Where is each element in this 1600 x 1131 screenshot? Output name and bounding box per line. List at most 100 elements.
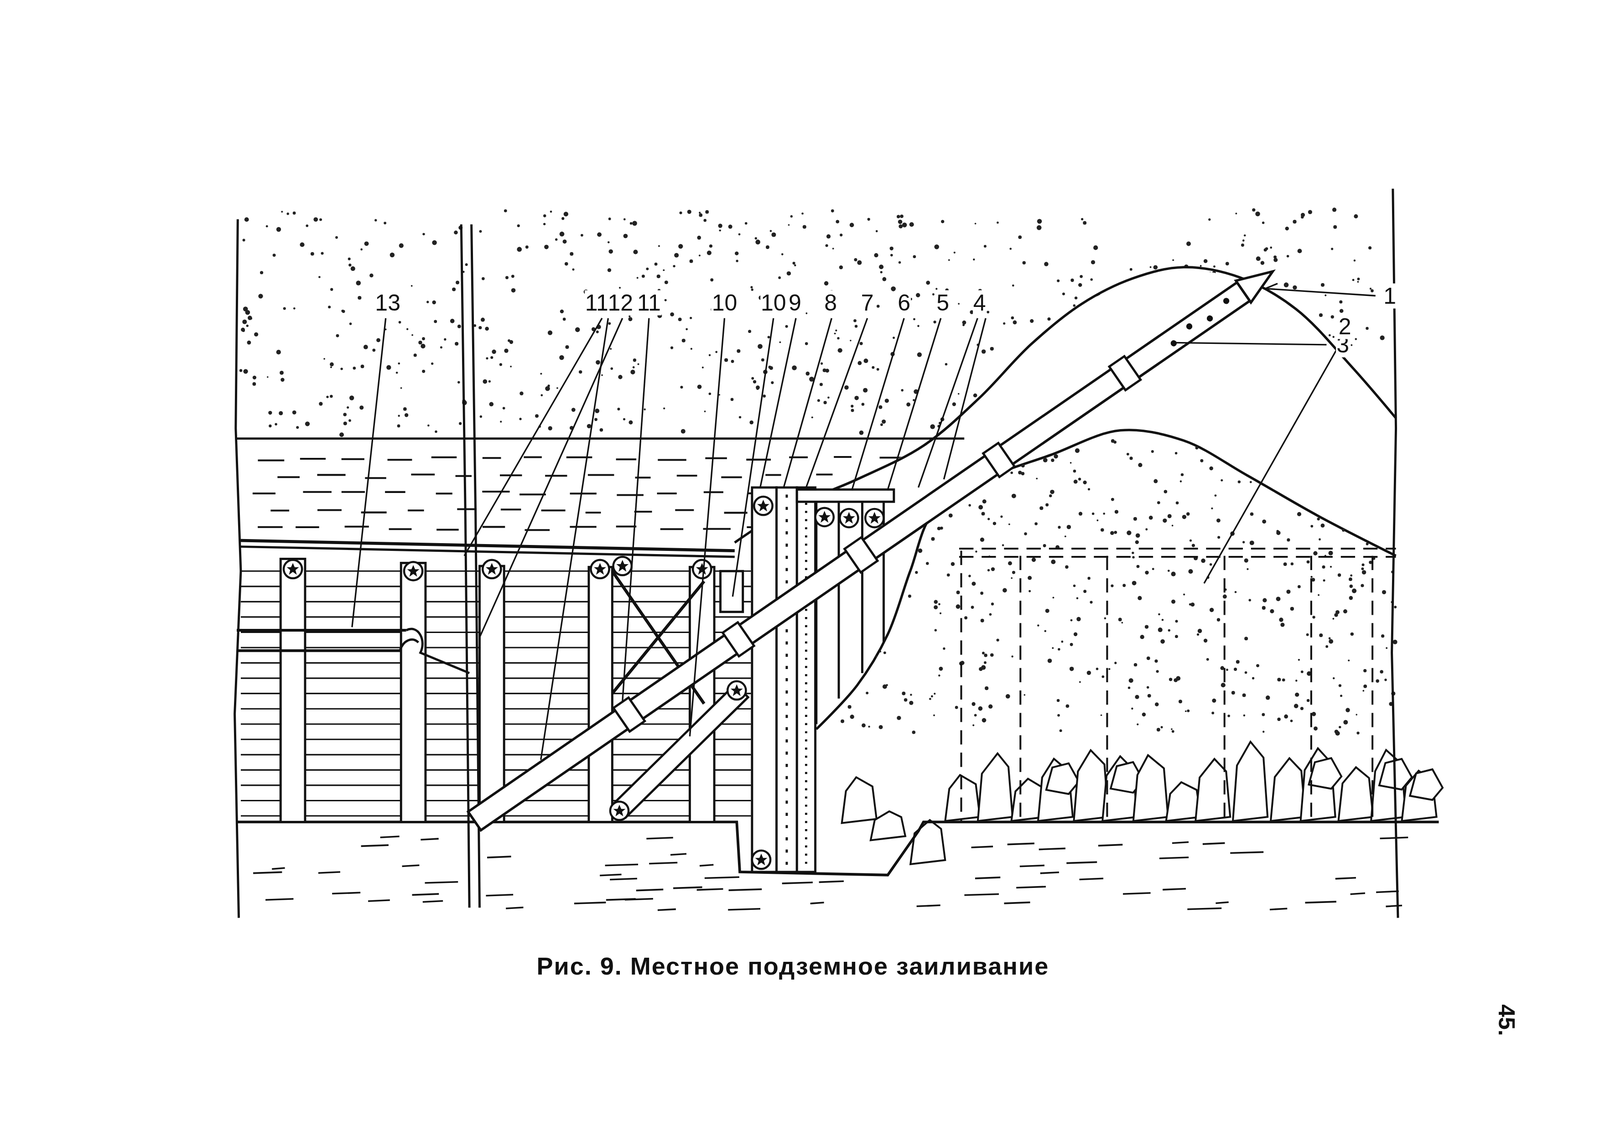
rock-dot [1149,266,1152,269]
rock-dot [617,407,620,411]
silt-dot [1261,713,1265,717]
rock-dot [1203,259,1208,264]
silt-dot [1133,517,1138,521]
silt-dot [1361,570,1367,575]
rock-dot [1283,282,1289,288]
floor-dash [1376,891,1399,893]
rock-dot [744,222,748,225]
rock-dot [953,251,956,254]
rock-dot [786,271,791,276]
silt-dot [1197,628,1203,634]
rock-dot [664,280,669,285]
rock-dot [898,224,903,229]
rock-dot [517,224,520,228]
callout-number: 10 [711,290,738,316]
silt-dot [948,513,953,518]
floor-dash [624,898,654,900]
silt-dot [1244,671,1248,675]
silt-dot [1137,596,1142,601]
rock-dot [632,366,635,369]
silt-dot [1262,519,1267,524]
rock-dot [735,259,738,263]
silt-dot [908,594,912,598]
silt-dot [1343,609,1348,614]
rock-dot [503,209,508,213]
silt-dot [1135,540,1139,545]
floor-dash [971,846,994,848]
silt-dash [746,458,771,461]
silt-dot [1167,569,1170,572]
silt-dot [1277,717,1281,721]
silt-dot [1214,494,1217,497]
floor-dash [1038,848,1066,850]
rock-dot [839,233,843,237]
silt-dot [1152,567,1155,571]
silt-dot [1050,559,1056,565]
silt-dot [847,705,852,709]
mined-cavity [734,267,1397,821]
silt-dot [1362,690,1365,692]
rock-dot [569,252,574,256]
rock-dot [313,217,318,222]
silt-dot [1338,684,1342,687]
rock-dot [867,218,871,221]
rock-dot [397,424,401,428]
silt-dot [1087,576,1091,580]
silt-dot [861,723,866,728]
silt-dot [840,719,845,724]
silt-dot [1131,551,1134,555]
rock-dot [280,378,285,382]
rock-dot [932,293,935,296]
rock-dot [698,211,701,214]
rock-dot [705,210,709,214]
silt-dot [1175,619,1179,623]
rock-dot [440,346,443,349]
rock-dot [658,244,660,247]
rock-dot [555,238,558,241]
rock-dot [596,330,599,334]
silt-dot [1144,624,1149,629]
roof-line [240,546,735,557]
floor-dash [916,905,941,907]
rock-dot [974,223,977,225]
rock-dot [343,421,348,426]
silt-dot [1297,512,1302,517]
silt-dot [1244,558,1249,563]
rock-dot [422,233,425,236]
silt-dash [252,492,276,495]
rock-dot [884,398,889,403]
silt-dot [978,706,983,712]
floor-dash [402,865,420,867]
silt-dot [1236,659,1240,664]
silt-dot [991,567,995,572]
rock-dot [680,429,686,434]
rock-dot [902,222,908,228]
rock-dot [1074,296,1078,300]
silt-dot [1175,676,1181,681]
rock-dot [348,257,351,261]
floor-dash [609,878,638,880]
silt-dot [1310,576,1313,579]
rock-fragment [977,753,1013,821]
silt-dot [901,691,906,696]
silt-dot [1384,678,1387,681]
silt-dot [980,537,985,542]
silt-dot [1034,522,1038,526]
silt-dot [1190,602,1195,607]
rock-dot [859,342,863,346]
rock-dot [945,363,948,366]
rock-dot [681,338,686,343]
silt-dot [1145,528,1148,531]
silt-dot [1045,503,1049,507]
silt-dot [1156,727,1161,732]
rock-dot [1129,268,1133,271]
rock-dot [360,364,365,369]
rock-dot [1018,235,1022,239]
leader-lines [352,283,1376,760]
silt-dot [1196,633,1200,636]
silt-top [236,437,965,440]
floor-dash [422,901,443,903]
floor-dash [1079,878,1104,880]
floor-dash [412,893,440,895]
structure [234,188,1439,919]
